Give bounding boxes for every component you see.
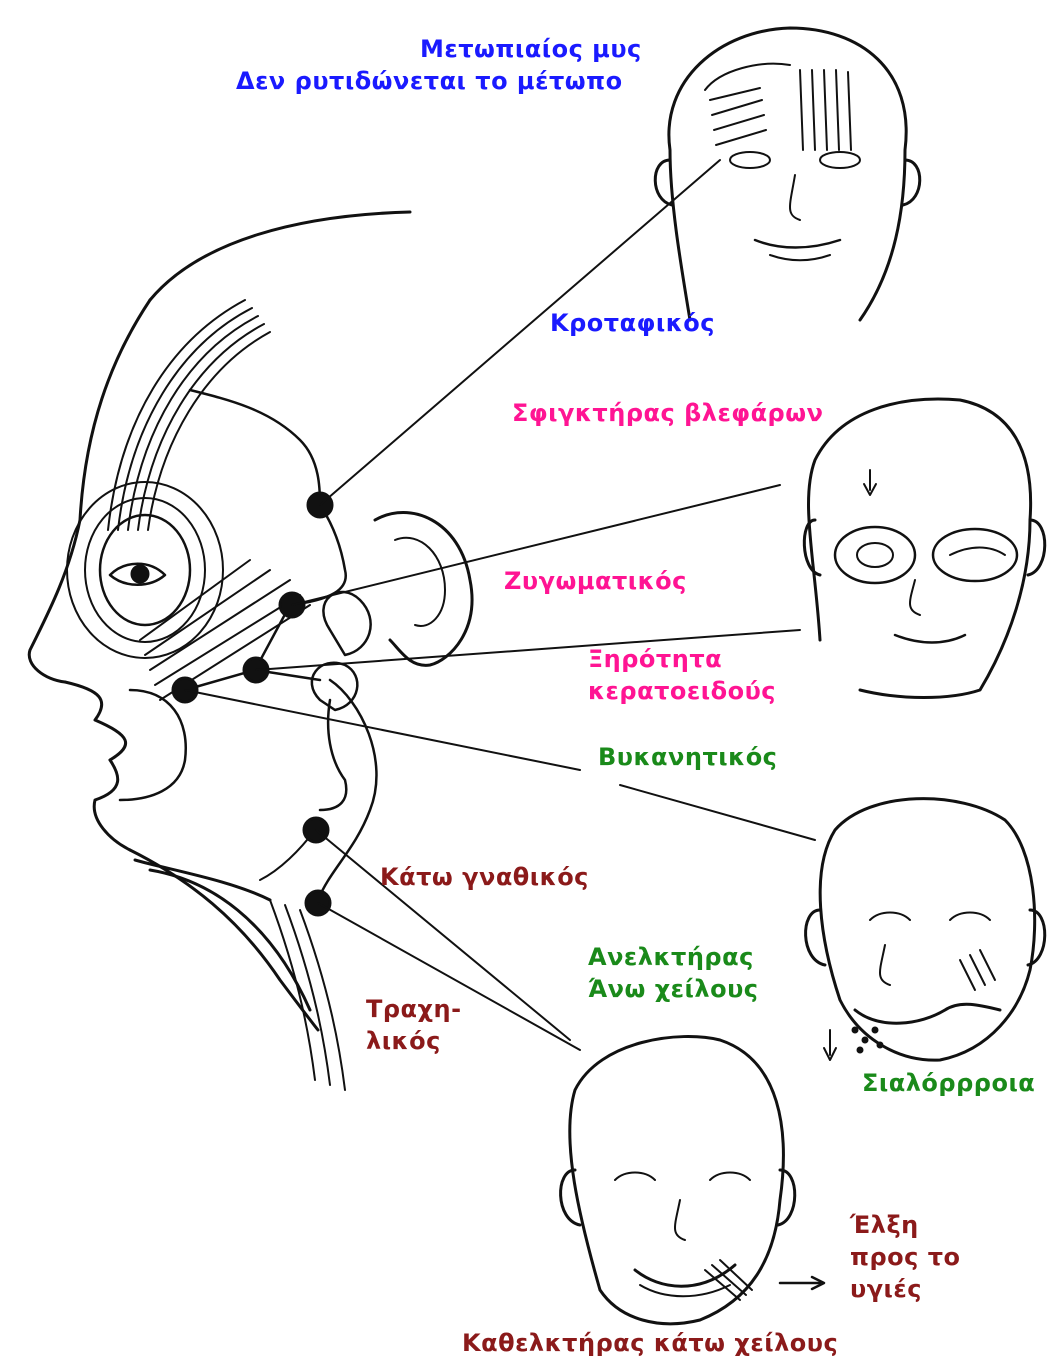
face-lower-lip — [561, 1037, 824, 1324]
cervical-label-2: λικός — [366, 1026, 441, 1056]
levator-label-1: Ανελκτήρας — [588, 942, 754, 972]
traction-label-2: προς το — [850, 1242, 961, 1272]
temporal-label: Κροταφικός — [550, 308, 715, 338]
cervical-label-1: Τραχη- — [366, 994, 462, 1024]
levator-label-2: Άνω χείλους — [588, 974, 759, 1004]
traction-label-1: Έλξη — [850, 1210, 919, 1240]
face-sialorrhea — [806, 799, 1045, 1061]
orbicularis-label: Σφιγκτήρας βλεφάρων — [512, 398, 823, 428]
face-eyes — [804, 399, 1044, 697]
frontalis-note: Δεν ρυτιδώνεται το μέτωπο — [236, 66, 623, 96]
profile-head — [29, 212, 472, 1090]
xerosis-label-2: κερατοειδούς — [588, 676, 776, 706]
mandibular-label: Κάτω γναθικός — [380, 862, 589, 892]
face-forehead — [655, 28, 920, 320]
depressor-label: Καθελκτήρας κάτω χείλους — [462, 1328, 838, 1358]
traction-label-3: υγιές — [850, 1274, 922, 1304]
frontalis-title: Μετωπιαίος μυς — [420, 34, 642, 64]
xerosis-label-1: Ξηρότητα — [588, 644, 722, 674]
buccal-label: Βυκανητικός — [598, 742, 777, 772]
zygomatic-label: Ζυγωματικός — [504, 566, 687, 596]
sialorrhea-label: Σιαλόρρροια — [862, 1068, 1035, 1098]
